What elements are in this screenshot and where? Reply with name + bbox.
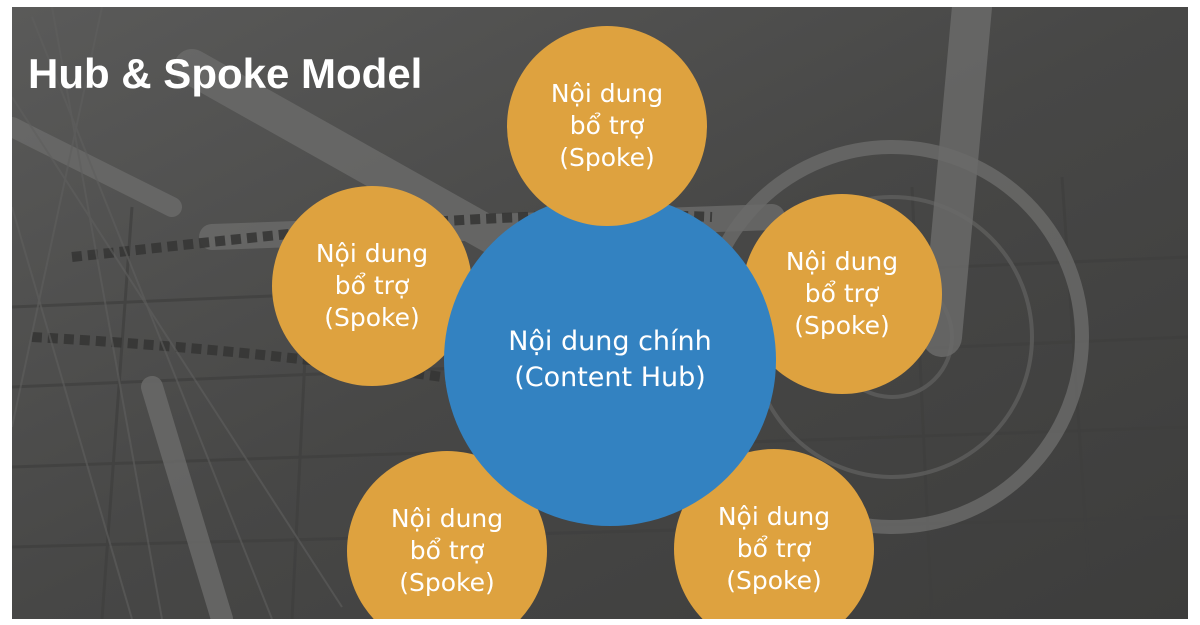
spoke-label-line: bổ trợ <box>736 534 812 563</box>
hub-label-line: Nội dung chính <box>508 326 712 357</box>
spoke-label-line: Nội dung <box>315 239 429 268</box>
spoke-label-line: Nội dung <box>785 247 899 276</box>
hub-label-line: (Content Hub) <box>514 362 706 393</box>
hub-node: Nội dung chính (Content Hub) <box>444 194 776 526</box>
slide: Hub & Spoke Model Nội dung bổ trợ (Spoke… <box>12 7 1188 619</box>
spoke-node-left: Nội dung bổ trợ (Spoke) <box>272 186 472 386</box>
spoke-label-line: (Spoke) <box>726 566 822 595</box>
spoke-label-line: (Spoke) <box>559 143 655 172</box>
spoke-label-line: (Spoke) <box>324 303 420 332</box>
spoke-label-line: bổ trợ <box>409 536 485 565</box>
spoke-label-line: bổ trợ <box>569 111 645 140</box>
spoke-label-line: (Spoke) <box>399 568 495 597</box>
page-title: Hub & Spoke Model <box>28 50 423 97</box>
spoke-node-bottom-left: Nội dung bổ trợ (Spoke) <box>347 451 547 619</box>
spoke-node-top: Nội dung bổ trợ (Spoke) <box>507 26 707 226</box>
spoke-node-right: Nội dung bổ trợ (Spoke) <box>742 194 942 394</box>
spoke-label-line: (Spoke) <box>794 311 890 340</box>
spoke-label-line: bổ trợ <box>334 271 410 300</box>
spoke-label-line: Nội dung <box>550 79 664 108</box>
spoke-label-line: Nội dung <box>717 502 831 531</box>
spoke-label-line: Nội dung <box>390 504 504 533</box>
spoke-label-line: bổ trợ <box>804 279 880 308</box>
